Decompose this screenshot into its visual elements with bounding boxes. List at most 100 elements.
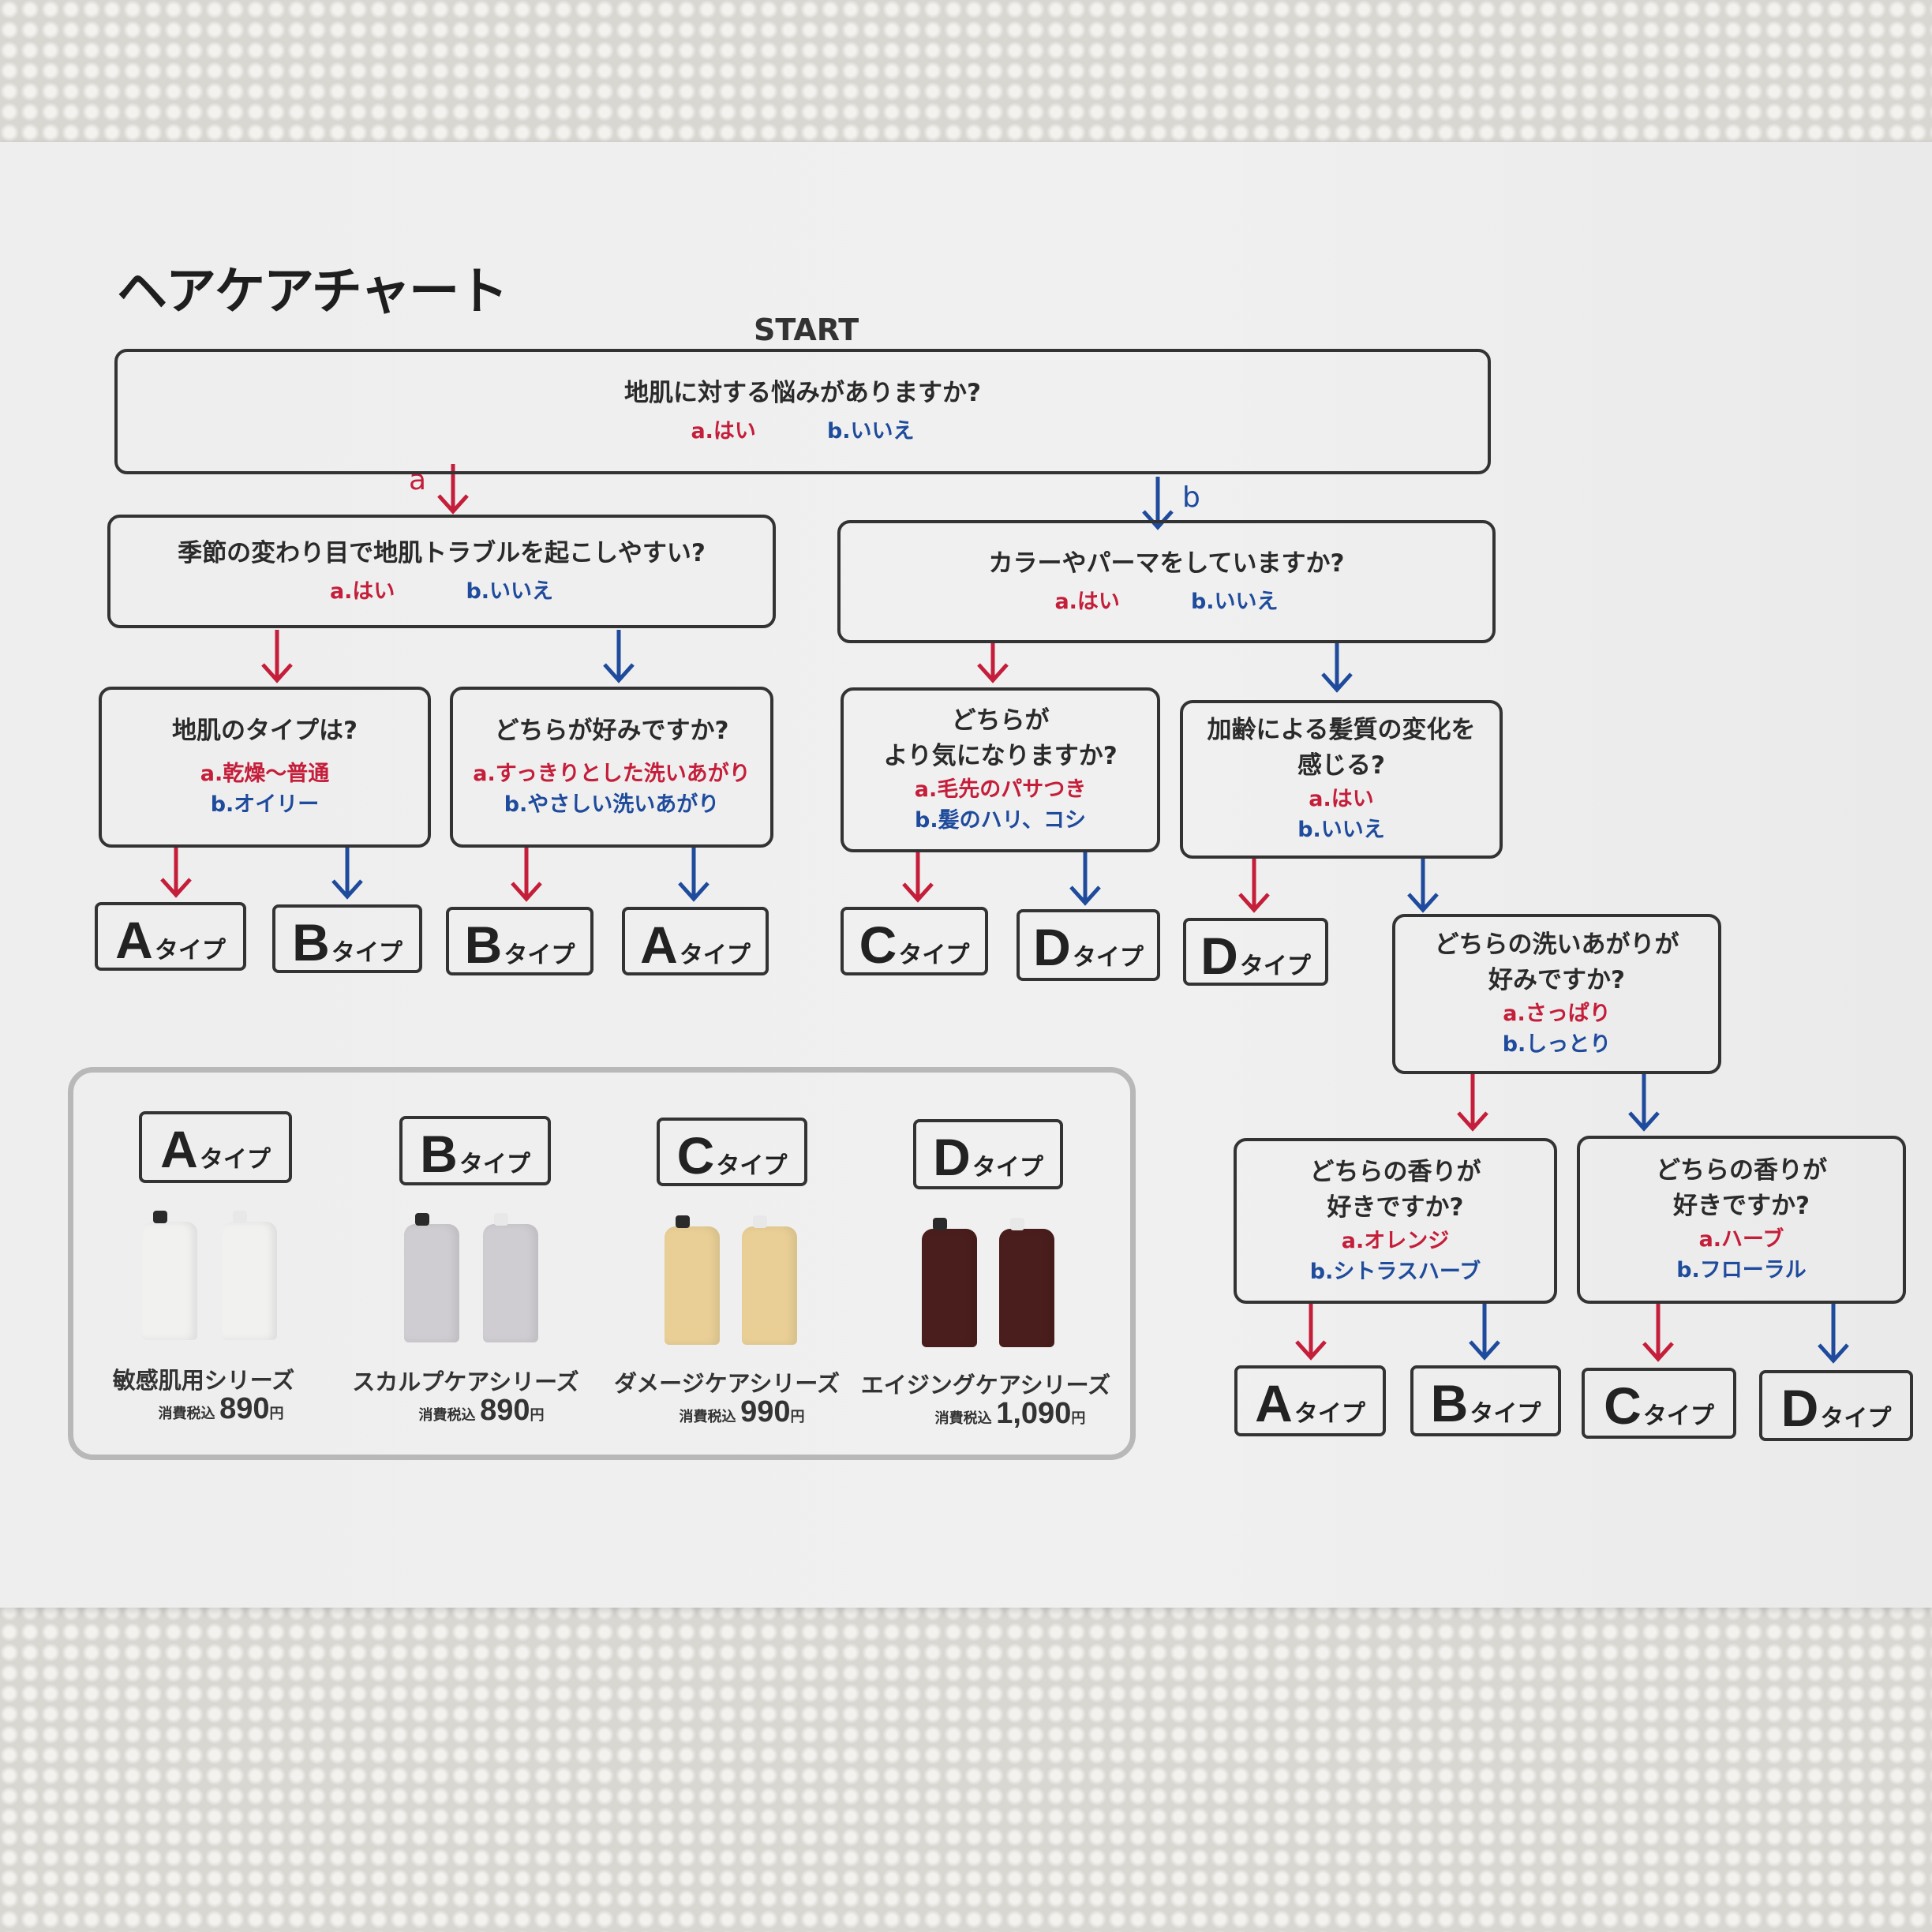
price-yen: 円 (1071, 1410, 1086, 1427)
question-text: どちらが より気になりますか? (883, 706, 1118, 771)
option-b: b.いいえ (1190, 589, 1279, 614)
shampoo-pouch-image (665, 1215, 720, 1345)
series-name: エイジングケアシリーズ (860, 1372, 1111, 1398)
type-suffix: タイプ (199, 1146, 271, 1174)
arrow-a (1642, 1304, 1674, 1362)
price-tax-label: 消費税込 (934, 1410, 992, 1427)
price-value: 1,090 (996, 1397, 1072, 1430)
arrow-b (603, 630, 635, 683)
question-text: 地肌のタイプは? (172, 717, 358, 746)
question-scent-2: どちらの香りが 好きですか? a.ハーブ b.フローラル (1577, 1136, 1906, 1304)
question-text: どちらの洗いあがりが 好みですか? (1434, 930, 1679, 995)
type-letter: D (933, 1128, 971, 1186)
pouch-cap-icon (676, 1215, 690, 1228)
price-value: 990 (740, 1395, 791, 1428)
series-price: 消費税込 890円 (339, 1394, 623, 1428)
arrow-a (977, 643, 1009, 683)
series-name: 敏感肌用シリーズ (112, 1367, 295, 1394)
question-text: 季節の変わり目で地肌トラブルを起こしやすい? (178, 538, 706, 567)
option-a: a.はい (691, 419, 756, 444)
type-letter: D (1780, 1379, 1819, 1437)
option-a: a.さっぱり (1503, 1002, 1611, 1027)
arrow-b (1469, 1304, 1500, 1361)
question-text: どちらの香りが 好きですか? (1309, 1157, 1481, 1222)
shampoo-pouch-image (142, 1211, 197, 1340)
arrow-b (678, 848, 710, 902)
series-price: 消費税込 890円 (79, 1392, 363, 1426)
price-value: 890 (480, 1394, 530, 1427)
arrow-label-b: b (1182, 481, 1200, 514)
option-a: a.毛先のパサつき (914, 777, 1087, 803)
arrow-b (1628, 1074, 1660, 1132)
series-name: ダメージケアシリーズ (614, 1370, 840, 1397)
type-letter: A (640, 915, 678, 974)
option-a: a.すっきりとした洗いあがり (473, 762, 751, 787)
price-tax-label: 消費税込 (679, 1409, 736, 1425)
conditioner-pouch-image (742, 1215, 797, 1345)
arrow-b (1818, 1304, 1849, 1364)
question-text: どちらの香りが 好きですか? (1656, 1156, 1827, 1221)
pouch-cap-icon (233, 1211, 247, 1223)
option-a: a.乾燥〜普通 (200, 762, 330, 787)
price-value: 890 (219, 1392, 270, 1425)
price-tax-label: 消費税込 (418, 1407, 476, 1424)
type-letter: A (115, 911, 153, 969)
option-b: b.やさしい洗いあがり (504, 792, 720, 818)
price-tax-label: 消費税込 (158, 1406, 215, 1422)
type-letter: B (464, 915, 503, 974)
conditioner-pouch-image (483, 1213, 538, 1342)
option-b: b.シトラスハーブ (1309, 1259, 1481, 1284)
pouch-cap-icon (753, 1215, 767, 1228)
arrow-a (902, 852, 934, 903)
option-b: b.髪のハリ、コシ (915, 808, 1086, 833)
type-suffix: タイプ (154, 937, 226, 964)
type-suffix: タイプ (1072, 944, 1144, 972)
price-yen: 円 (530, 1407, 545, 1424)
arrow-a (1238, 859, 1270, 913)
option-b: b.フローラル (1676, 1258, 1807, 1283)
question-text: カラーやパーマをしていますか? (988, 549, 1345, 578)
question-wash-finish: どちらの洗いあがりが 好みですか? a.さっぱり b.しっとり (1392, 914, 1721, 1074)
arrow-a (511, 848, 542, 902)
option-a: a.はい (1309, 787, 1374, 812)
arrow-b (1069, 852, 1101, 906)
option-a: a.オレンジ (1341, 1228, 1450, 1253)
type-letter: B (420, 1125, 458, 1183)
arrow-b (1321, 643, 1353, 693)
type-suffix: タイプ (1470, 1400, 1541, 1428)
start-label: START (754, 313, 859, 347)
chart-paper (0, 142, 1932, 1608)
arrow-b (1142, 477, 1174, 530)
question-aging-change: 加齢による髪質の変化を 感じる? a.はい b.いいえ (1180, 700, 1503, 859)
arrow-a (261, 630, 293, 683)
type-suffix: タイプ (1294, 1400, 1365, 1428)
option-a: a.はい (329, 578, 395, 604)
type-suffix: タイプ (504, 942, 575, 969)
option-b: b.いいえ (1297, 818, 1385, 843)
type-letter: A (1255, 1374, 1293, 1432)
series-name: スカルプケアシリーズ (352, 1368, 579, 1395)
series-price: 消費税込 990円 (600, 1395, 884, 1429)
arrow-a (160, 848, 192, 898)
shampoo-pouch-image (404, 1213, 459, 1342)
option-b: b.しっとり (1502, 1032, 1612, 1058)
option-b: b.オイリー (210, 792, 320, 818)
type-suffix: タイプ (1820, 1405, 1892, 1432)
type-suffix: タイプ (679, 942, 751, 969)
option-b: b.いいえ (826, 419, 915, 444)
